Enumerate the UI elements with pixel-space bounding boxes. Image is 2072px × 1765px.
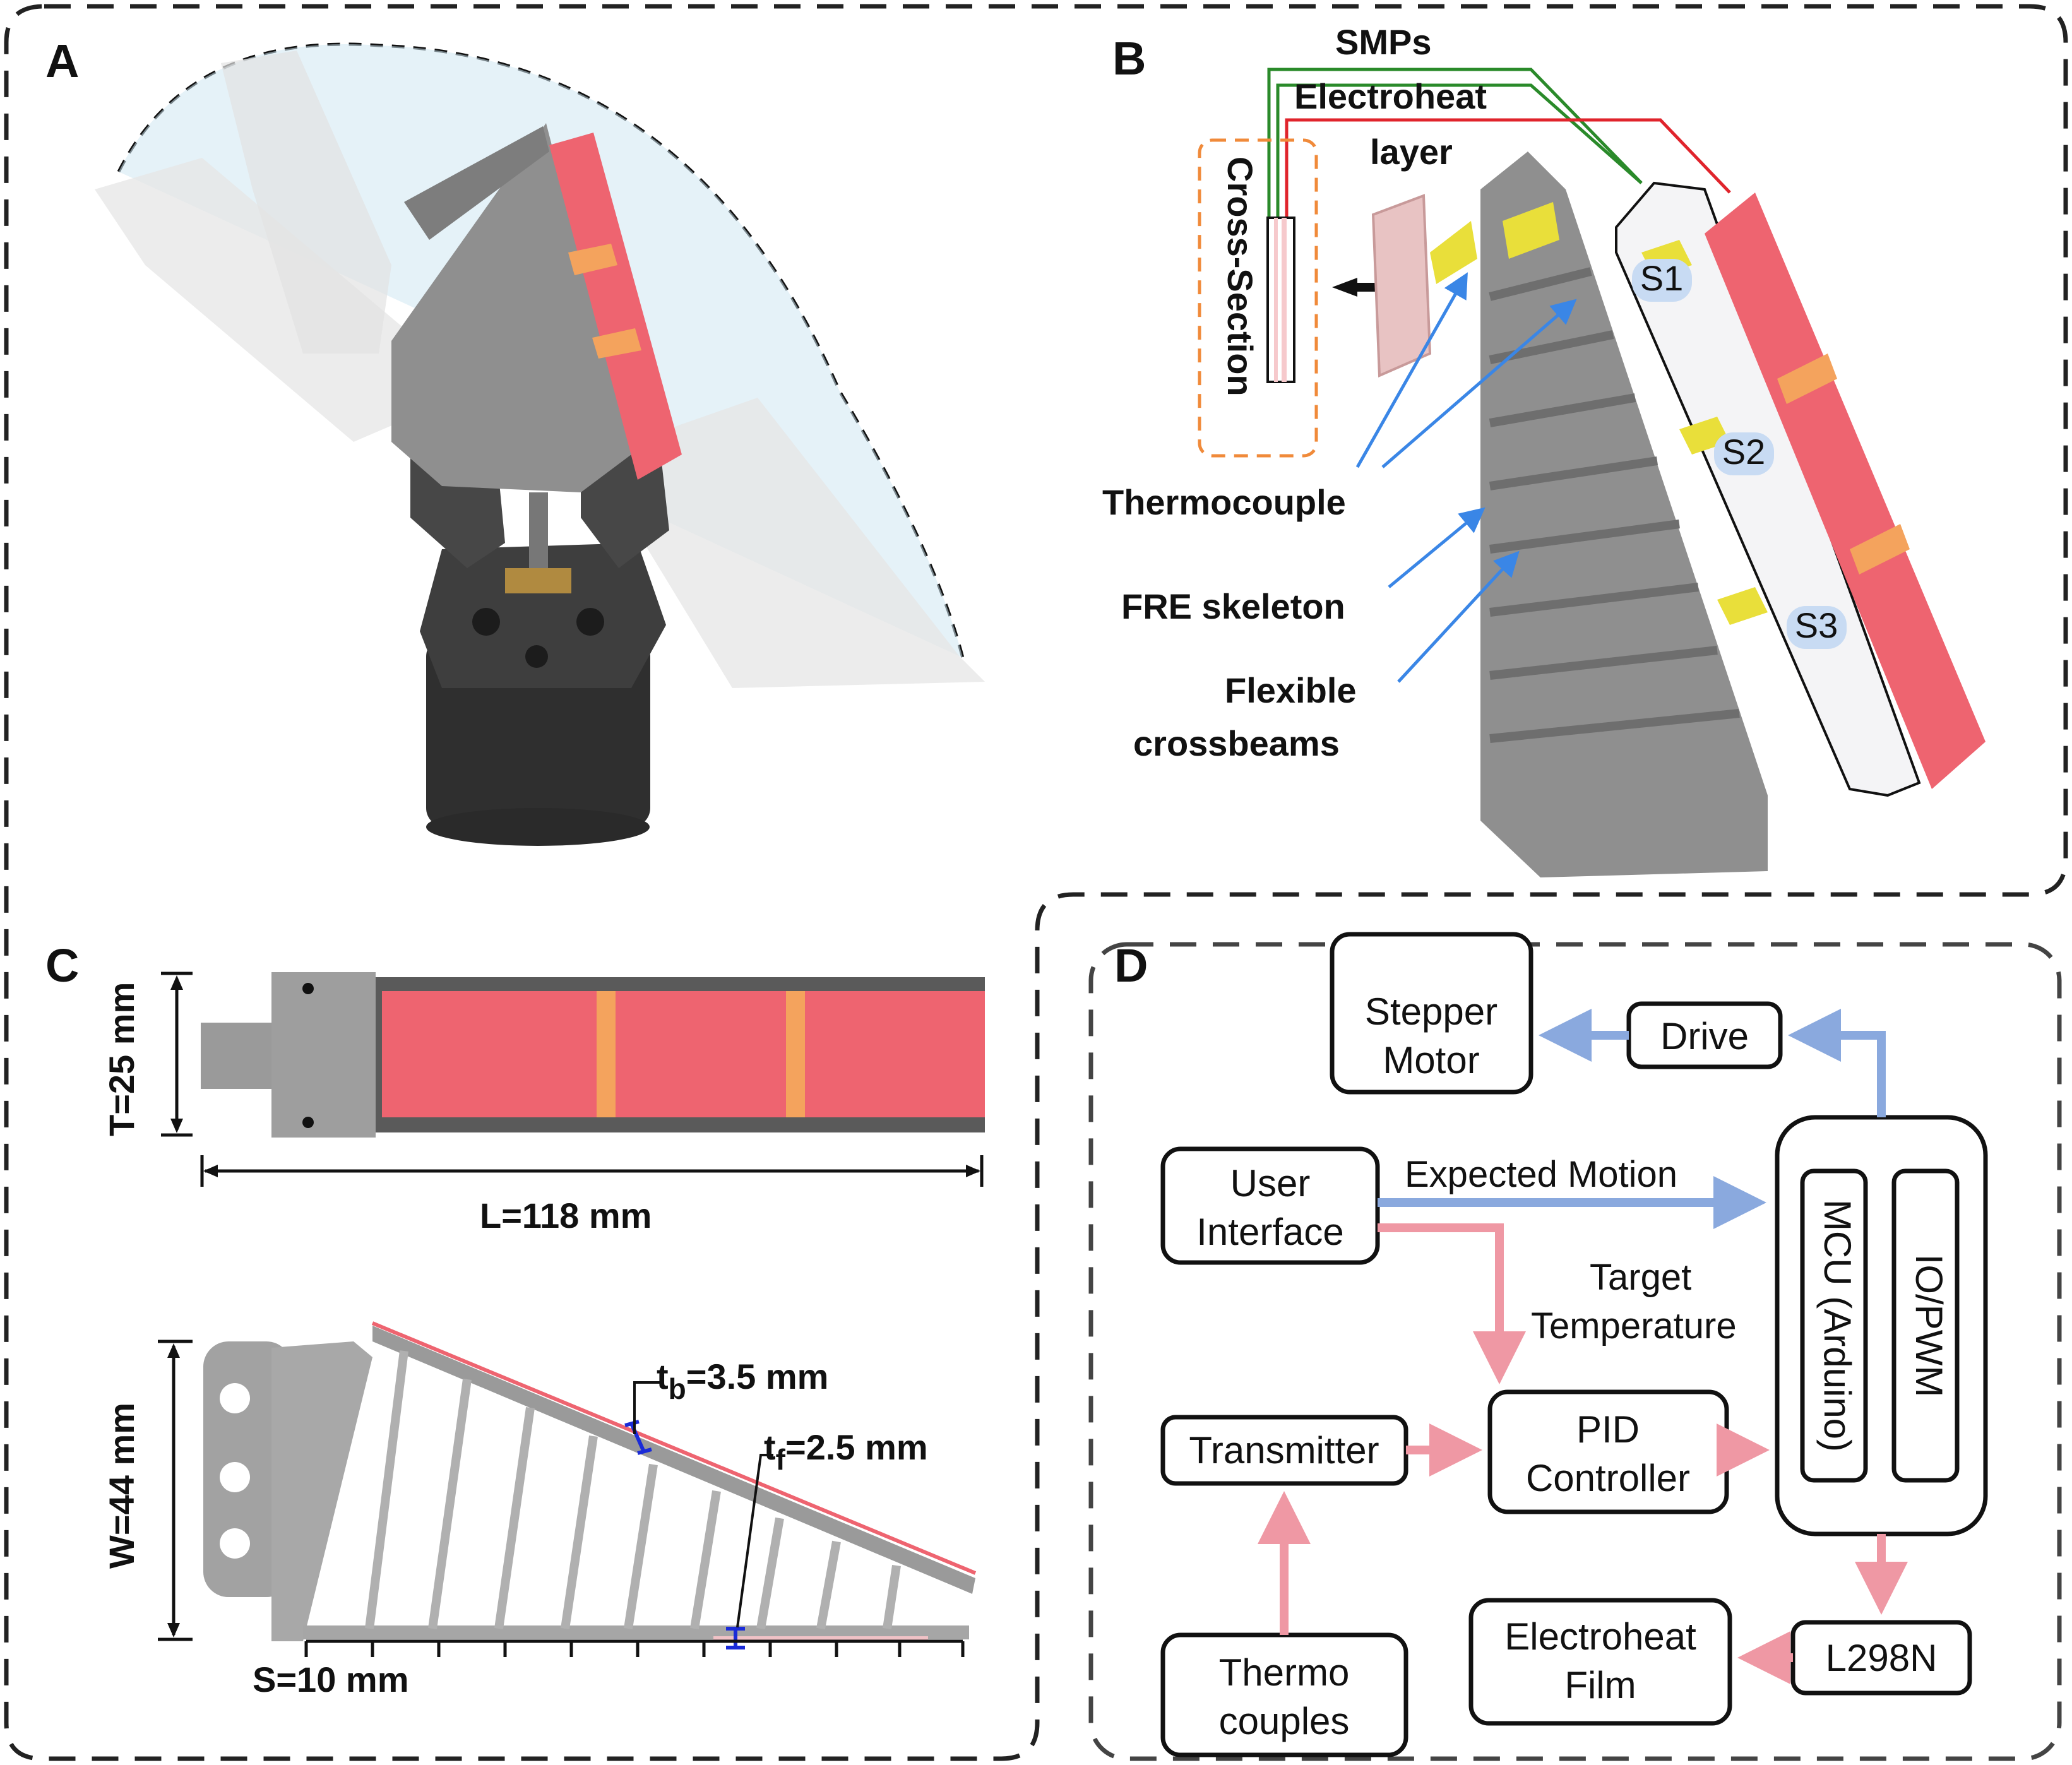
thermocouple-patch xyxy=(1430,221,1477,284)
frame-d xyxy=(1088,942,2062,1761)
panel-letter-c: C xyxy=(45,939,79,992)
svg-text:Controller: Controller xyxy=(1526,1457,1690,1499)
cross-section-box xyxy=(1198,138,1318,458)
label-tb: tb=3.5 mm xyxy=(657,1357,828,1405)
label-spacing: S=10 mm xyxy=(253,1660,409,1699)
callout-flexible-crossbeams xyxy=(1397,550,1520,683)
segment-badge-s1: S1 xyxy=(1632,258,1692,302)
svg-text:Interface: Interface xyxy=(1196,1211,1343,1253)
base-plate xyxy=(420,543,666,688)
label-thermocouple: Thermocouple xyxy=(1102,482,1346,522)
side-view-crossbeams xyxy=(365,1350,901,1630)
label-layer: layer xyxy=(1370,132,1453,172)
svg-text:Thermo: Thermo xyxy=(1219,1651,1350,1694)
svg-text:S3: S3 xyxy=(1795,605,1838,645)
mcu-block: MCU (Arduino) IO/PWM xyxy=(1775,1115,1988,1536)
svg-text:L298N: L298N xyxy=(1826,1637,1938,1679)
dim-thickness xyxy=(161,972,193,1137)
callout-fre-skeleton xyxy=(1388,507,1486,588)
panel-letter-b: B xyxy=(1112,32,1146,85)
label-electroheat: Electroheat xyxy=(1294,76,1487,116)
svg-text:Film: Film xyxy=(1564,1664,1636,1706)
svg-text:S1: S1 xyxy=(1640,258,1684,298)
user-interface-box: User Interface xyxy=(1160,1146,1380,1265)
svg-text:Electroheat: Electroheat xyxy=(1504,1615,1696,1658)
top-view-smp xyxy=(382,991,985,1117)
thermocouples-box: Thermo couples xyxy=(1160,1632,1408,1757)
arrow-mcu-to-drive xyxy=(1788,1009,1886,1117)
svg-text:couples: couples xyxy=(1219,1700,1350,1742)
spacing-ruler xyxy=(304,1639,965,1657)
label-target: Target xyxy=(1590,1257,1691,1298)
side-view-smp-edge xyxy=(371,1321,977,1575)
electroheat-layer-piece xyxy=(1371,194,1432,378)
finger-skeleton xyxy=(391,123,631,492)
stepper-motor-box: Stepper Motor xyxy=(1330,932,1533,1095)
mcu-label: MCU (Arduino) xyxy=(1816,1199,1859,1452)
label-length: L=118 mm xyxy=(480,1196,652,1235)
gripper-render xyxy=(95,42,985,846)
smp-segments xyxy=(1615,181,1921,797)
panel-letter-d: D xyxy=(1114,939,1148,992)
tf-marker xyxy=(726,1627,745,1649)
svg-text:PID: PID xyxy=(1576,1408,1640,1451)
ghost-finger-left xyxy=(95,158,442,442)
top-view xyxy=(201,972,985,1138)
dim-length xyxy=(200,1155,984,1187)
ghost-finger-right xyxy=(631,398,985,688)
svg-text:S2: S2 xyxy=(1722,432,1766,472)
heater-wire xyxy=(1285,118,1731,218)
label-tf: tf=2.5 mm xyxy=(764,1427,928,1476)
svg-text:Transmitter: Transmitter xyxy=(1189,1429,1379,1471)
svg-text:Drive: Drive xyxy=(1660,1015,1749,1057)
l298n-box: L298N xyxy=(1790,1620,1972,1696)
label-fre-skeleton: FRE skeleton xyxy=(1121,586,1345,626)
smp-red-strip xyxy=(1705,193,1986,789)
callout-thermocouple-1 xyxy=(1355,272,1468,468)
segment-badge-s3: S3 xyxy=(1787,605,1847,649)
side-view xyxy=(203,1321,977,1643)
dim-width xyxy=(158,1340,193,1641)
cross-section-arrow xyxy=(1332,278,1376,297)
svg-text:User: User xyxy=(1230,1162,1311,1204)
ghost-finger-mid xyxy=(221,51,391,354)
label-smps: SMPs xyxy=(1335,22,1432,62)
callout-thermocouple-2 xyxy=(1381,299,1577,468)
drive-box: Drive xyxy=(1626,1001,1783,1069)
label-flexible: Flexible xyxy=(1225,670,1357,710)
transmitter-box: Transmitter xyxy=(1160,1415,1408,1486)
label-temperature: Temperature xyxy=(1531,1305,1737,1346)
side-view-backbone xyxy=(372,1326,975,1594)
io-label: IO/PWM xyxy=(1908,1254,1950,1398)
cross-section-layers xyxy=(1266,217,1295,383)
panel-letter-a: A xyxy=(45,35,79,87)
label-crossbeams: crossbeams xyxy=(1133,723,1340,763)
fre-skeleton xyxy=(1480,152,1768,877)
label-thickness: T=25 mm xyxy=(102,982,141,1136)
flow-arrows xyxy=(1258,1009,1908,1684)
electroheat-film-box: Electroheat Film xyxy=(1468,1598,1732,1726)
segment-badge-s2: S2 xyxy=(1714,432,1774,475)
svg-text:Motor: Motor xyxy=(1383,1039,1479,1081)
frame-ab xyxy=(4,4,2068,1761)
label-expected-motion: Expected Motion xyxy=(1405,1154,1677,1195)
svg-text:Stepper: Stepper xyxy=(1365,990,1497,1033)
finger-smp-strip xyxy=(549,133,682,480)
smp-wire xyxy=(1267,68,1643,218)
pid-controller-box: PID Controller xyxy=(1487,1389,1729,1514)
label-cross-section: Cross-Section xyxy=(1220,157,1260,396)
label-width: W=44 mm xyxy=(102,1403,141,1569)
arrow-target-temperature xyxy=(1378,1223,1526,1384)
